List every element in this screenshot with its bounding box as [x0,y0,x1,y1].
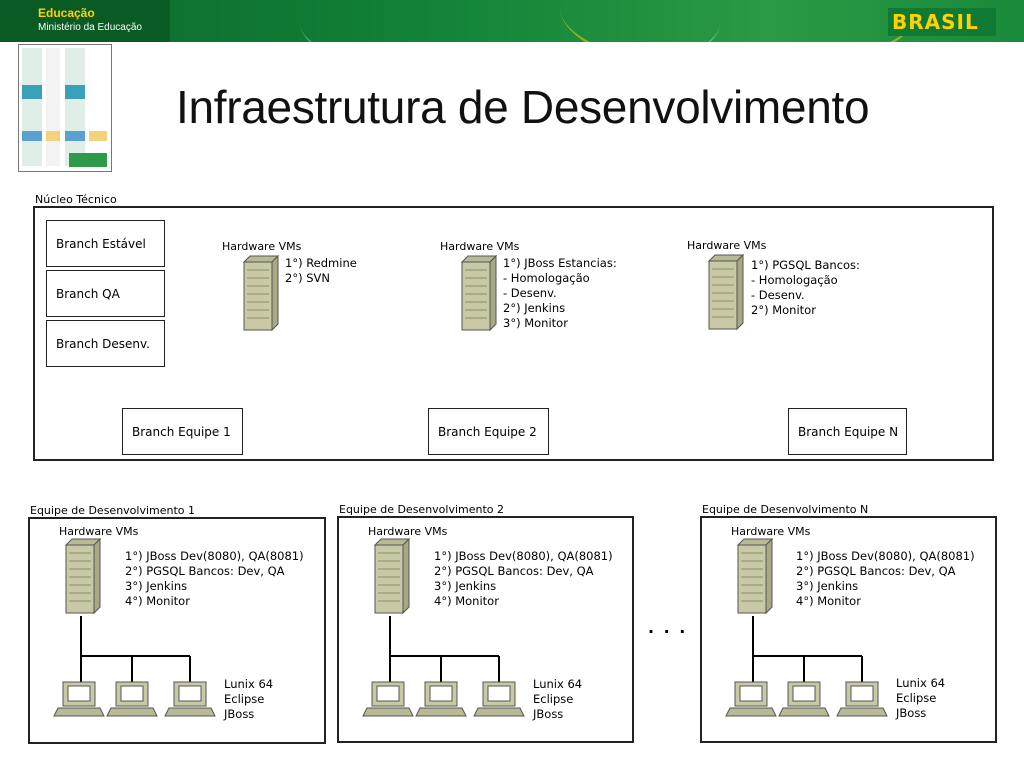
team-vm-line: 3°) Jenkins [434,579,497,593]
team-hw-header: Hardware VMs [59,525,139,538]
server-vm-line: 2°) Jenkins [503,301,566,315]
client-line: Eclipse [224,692,265,706]
workstation-icon [53,681,105,717]
server-vm-line: 3°) Monitor [503,316,568,330]
team-vm-line: 3°) Jenkins [125,579,188,593]
server-header: Hardware VMs [222,240,302,253]
branch-team-2-box: Branch Equipe 2 [428,408,549,455]
server-vm-line: 1°) Redmine [285,256,357,270]
client-line: JBoss [896,706,927,720]
brasil-logo: BRASIL [888,8,996,36]
team-label: Equipe de Desenvolvimento 2 [339,503,505,516]
workstation-icon [473,681,525,717]
client-line: JBoss [533,707,564,721]
workstation-icon [106,681,158,717]
server-icon [736,537,774,615]
client-line: JBoss [224,707,255,721]
banner-dark-panel [0,0,170,42]
server-vm-line: - Desenv. [751,288,805,302]
server-header: Hardware VMs [440,240,520,253]
network-diagram [725,616,888,717]
client-line: Eclipse [896,691,937,705]
brand-subtitle: Ministério da Educação [38,22,142,33]
banner-swoosh [560,0,920,42]
server-vm-line: 1°) PGSQL Bancos: [751,258,860,272]
branch-qa-box: Branch QA [46,270,165,317]
slide-map-thumbnail [18,44,112,172]
team-vm-line: 4°) Monitor [796,594,861,608]
server-vm-line: 1°) JBoss Estancias: [503,256,617,270]
server-icon [460,254,498,332]
client-line: Lunix 64 [533,677,583,691]
team-vm-line: 4°) Monitor [434,594,499,608]
branch-stable-box: Branch Estável [46,220,165,267]
core-label: Núcleo Técnico [35,193,117,206]
workstation-icon [415,681,467,717]
page-title: Infraestrutura de Desenvolvimento [176,81,870,133]
team-vm-line: 2°) PGSQL Bancos: Dev, QA [434,564,594,578]
network-diagram [362,616,525,717]
team-hw-header: Hardware VMs [368,525,448,538]
team-vm-line: 4°) Monitor [125,594,190,608]
server-vm-line: - Homologação [751,273,838,287]
workstation-icon [836,681,888,717]
workstation-icon [164,681,216,717]
server-icon [707,253,745,331]
server-vm-line: - Desenv. [503,286,557,300]
header-banner: Educação Ministério da Educação BRASIL [0,0,1024,42]
network-diagram [53,616,216,717]
client-line: Lunix 64 [224,677,274,691]
server-vm-line: 2°) Monitor [751,303,816,317]
server-vm-line: 2°) SVN [285,271,330,285]
client-line: Eclipse [533,692,574,706]
server-header: Hardware VMs [687,239,767,252]
branch-dev-box: Branch Desenv. [46,320,165,367]
workstation-icon [362,681,414,717]
team-vm-line: 1°) JBoss Dev(8080), QA(8081) [796,549,975,563]
server-icon [373,537,411,615]
workstation-icon [778,681,830,717]
branch-team-1-box: Branch Equipe 1 [122,408,243,455]
team-vm-line: 2°) PGSQL Bancos: Dev, QA [796,564,956,578]
server-icon [242,254,280,332]
client-line: Lunix 64 [896,676,946,690]
team-vm-line: 1°) JBoss Dev(8080), QA(8081) [125,549,304,563]
team-vm-line: 3°) Jenkins [796,579,859,593]
server-icon [64,537,102,615]
workstation-icon [725,681,777,717]
team-vm-line: 1°) JBoss Dev(8080), QA(8081) [434,549,613,563]
server-vm-line: - Homologação [503,271,590,285]
brand-title: Educação [38,6,95,20]
team-vm-line: 2°) PGSQL Bancos: Dev, QA [125,564,285,578]
team-hw-header: Hardware VMs [731,525,811,538]
team-label: Equipe de Desenvolvimento N [702,503,869,516]
branch-team-n-box: Branch Equipe N [788,408,907,455]
team-label: Equipe de Desenvolvimento 1 [30,504,196,517]
ellipsis: . . . [648,618,688,637]
brasil-logo-text: BRASIL [892,10,979,34]
